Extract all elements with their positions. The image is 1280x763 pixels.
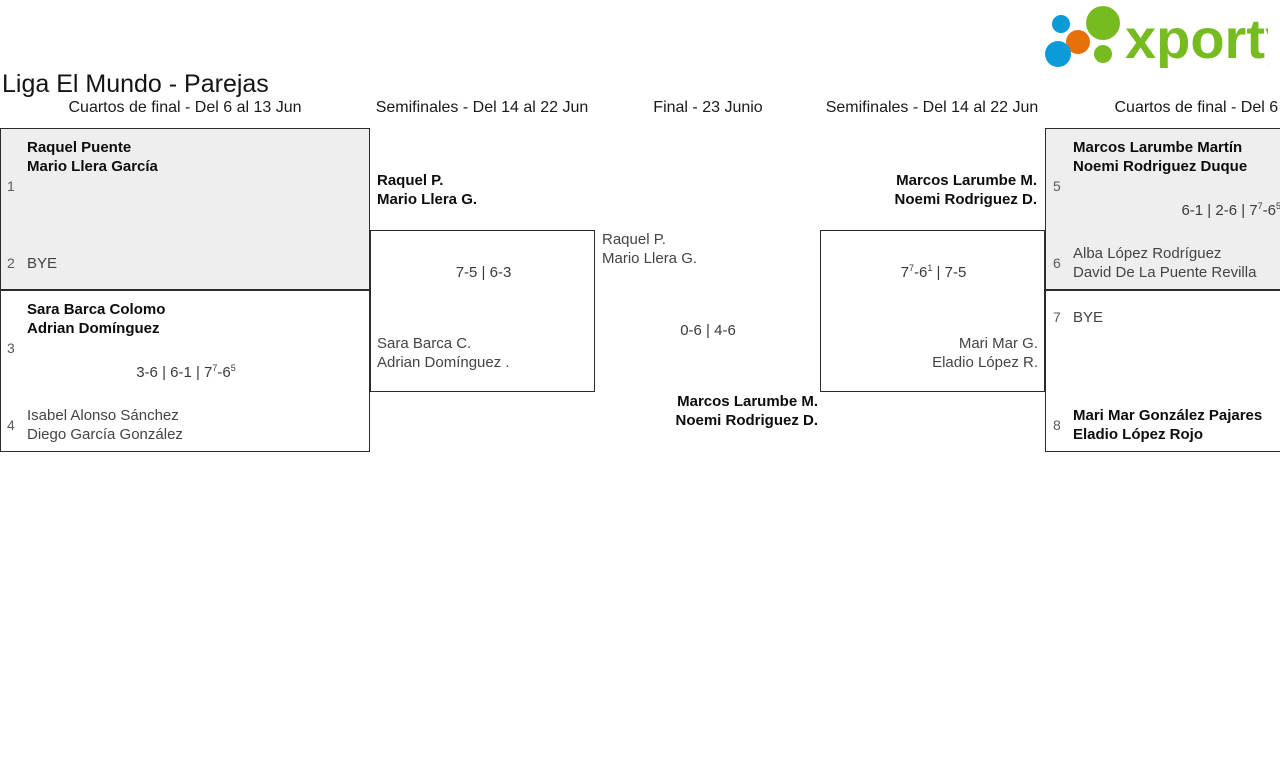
match-qf4-team-bottom: Mari Mar González Pajares Eladio López R… bbox=[1073, 406, 1262, 444]
match-sf-left-score: 7-5 | 6-3 bbox=[455, 264, 512, 281]
logo-wordmark: xporty bbox=[1125, 7, 1268, 68]
player-name: Sara Barca C. bbox=[377, 335, 472, 352]
match-qf4-team-top: BYE bbox=[1073, 308, 1103, 327]
player-name: Noemi Rodriguez D. bbox=[675, 412, 818, 429]
logo-dot-green-large bbox=[1086, 6, 1120, 40]
seed-number-7: 7 bbox=[1053, 309, 1061, 325]
player-name: Mario Llera G. bbox=[602, 250, 698, 267]
player-name: Marcos Larumbe M. bbox=[896, 172, 1037, 189]
match-qf3-team-bottom: Alba López Rodríguez David De La Puente … bbox=[1073, 244, 1256, 282]
seed-number-8: 8 bbox=[1053, 417, 1061, 433]
player-name: Adrian Domínguez . bbox=[377, 354, 510, 371]
player-name: Eladio López R. bbox=[932, 354, 1038, 371]
player-name: Adrian Domínguez bbox=[27, 320, 160, 337]
player-name: Mari Mar González Pajares bbox=[1073, 407, 1263, 424]
sf-right-winner-label: Marcos Larumbe M. Noemi Rodriguez D. bbox=[822, 171, 1037, 209]
player-name: Raquel Puente bbox=[27, 139, 132, 156]
round-header-sf-right: Semifinales - Del 14 al 22 Jun bbox=[825, 99, 1039, 116]
player-name: BYE bbox=[1073, 309, 1104, 326]
final-score: 0-6 | 4-6 bbox=[680, 322, 736, 339]
player-name: Marcos Larumbe M. bbox=[677, 393, 818, 410]
match-sf-right-score: 77-61 | 7-5 bbox=[900, 263, 967, 282]
match-sf-left-team-bottom: Sara Barca C. Adrian Domínguez . bbox=[377, 334, 510, 372]
round-header-sf-left: Semifinales - Del 14 al 22 Jun bbox=[375, 99, 589, 116]
player-name: BYE bbox=[27, 255, 58, 272]
round-header-qf-left: Cuartos de final - Del 6 al 13 Jun bbox=[68, 99, 302, 116]
player-name: Diego García González bbox=[27, 426, 183, 443]
match-qf2-team-top: Sara Barca Colomo Adrian Domínguez bbox=[27, 300, 165, 338]
player-name: Alba López Rodríguez bbox=[1073, 245, 1222, 262]
match-sf-right[interactable]: 77-61 | 7-5 Mari Mar G. Eladio López R. bbox=[820, 230, 1045, 392]
match-qf4[interactable]: 7 BYE 8 Mari Mar González Pajares Eladio… bbox=[1045, 290, 1280, 452]
title-line-1: Liga El Mundo - Parejas bbox=[2, 70, 269, 98]
match-qf3[interactable]: 5 Marcos Larumbe Martín Noemi Rodriguez … bbox=[1045, 128, 1280, 290]
player-name: Eladio López Rojo bbox=[1073, 426, 1203, 443]
logo-dot-orange bbox=[1066, 30, 1090, 54]
player-name: Marcos Larumbe Martín bbox=[1073, 139, 1243, 156]
seed-number-1: 1 bbox=[7, 178, 15, 194]
match-sf-right-team-bottom: Mari Mar G. Eladio López R. bbox=[932, 334, 1038, 372]
player-name: Sara Barca Colomo bbox=[27, 301, 166, 318]
match-qf2[interactable]: 3 Sara Barca Colomo Adrian Domínguez 3-6… bbox=[0, 290, 370, 452]
final-team-top: Raquel P. Mario Llera G. bbox=[602, 230, 697, 268]
match-qf1-team-top: Raquel Puente Mario Llera García bbox=[27, 138, 158, 176]
match-qf1[interactable]: 1 Raquel Puente Mario Llera García 2 BYE bbox=[0, 128, 370, 290]
sf-left-winner-label: Raquel P. Mario Llera G. bbox=[377, 171, 477, 209]
match-qf2-score: 3-6 | 6-1 | 77-65 bbox=[136, 363, 236, 382]
match-qf3-score: 6-1 | 2-6 | 77-65 bbox=[1181, 201, 1280, 220]
seed-number-5: 5 bbox=[1053, 178, 1061, 194]
round-header-final: Final - 23 Junio bbox=[653, 99, 763, 116]
player-name: Isabel Alonso Sánchez bbox=[27, 407, 179, 424]
logo-dot-blue-top bbox=[1052, 15, 1070, 33]
player-name: David De La Puente Revilla bbox=[1073, 264, 1257, 281]
match-qf3-team-top: Marcos Larumbe Martín Noemi Rodriguez Du… bbox=[1073, 138, 1247, 176]
match-qf1-team-bottom: BYE bbox=[27, 254, 57, 273]
seed-number-4: 4 bbox=[7, 417, 15, 433]
final-champion: Marcos Larumbe M. Noemi Rodriguez D. bbox=[598, 392, 818, 430]
logo-dot-green-small bbox=[1094, 45, 1112, 63]
match-qf2-team-bottom: Isabel Alonso Sánchez Diego García Gonzá… bbox=[27, 406, 183, 444]
player-name: Mario Llera G. bbox=[377, 191, 478, 208]
xporty-logo[interactable]: xporty bbox=[1040, 6, 1280, 70]
match-sf-left[interactable]: 7-5 | 6-3 Sara Barca C. Adrian Domínguez… bbox=[370, 230, 595, 392]
player-name: Noemi Rodriguez D. bbox=[894, 191, 1037, 208]
player-name: Raquel P. bbox=[377, 172, 444, 189]
logo-dot-blue-bottom bbox=[1045, 41, 1071, 67]
player-name: Mari Mar G. bbox=[958, 335, 1038, 352]
seed-number-2: 2 bbox=[7, 255, 15, 271]
player-name: Noemi Rodriguez Duque bbox=[1073, 158, 1248, 175]
round-header-qf-right: Cuartos de final - Del 6 al 13 Jun bbox=[1114, 99, 1280, 116]
seed-number-6: 6 bbox=[1053, 255, 1061, 271]
seed-number-3: 3 bbox=[7, 340, 15, 356]
player-name: Mario Llera García bbox=[27, 158, 158, 175]
player-name: Raquel P. bbox=[602, 231, 666, 248]
